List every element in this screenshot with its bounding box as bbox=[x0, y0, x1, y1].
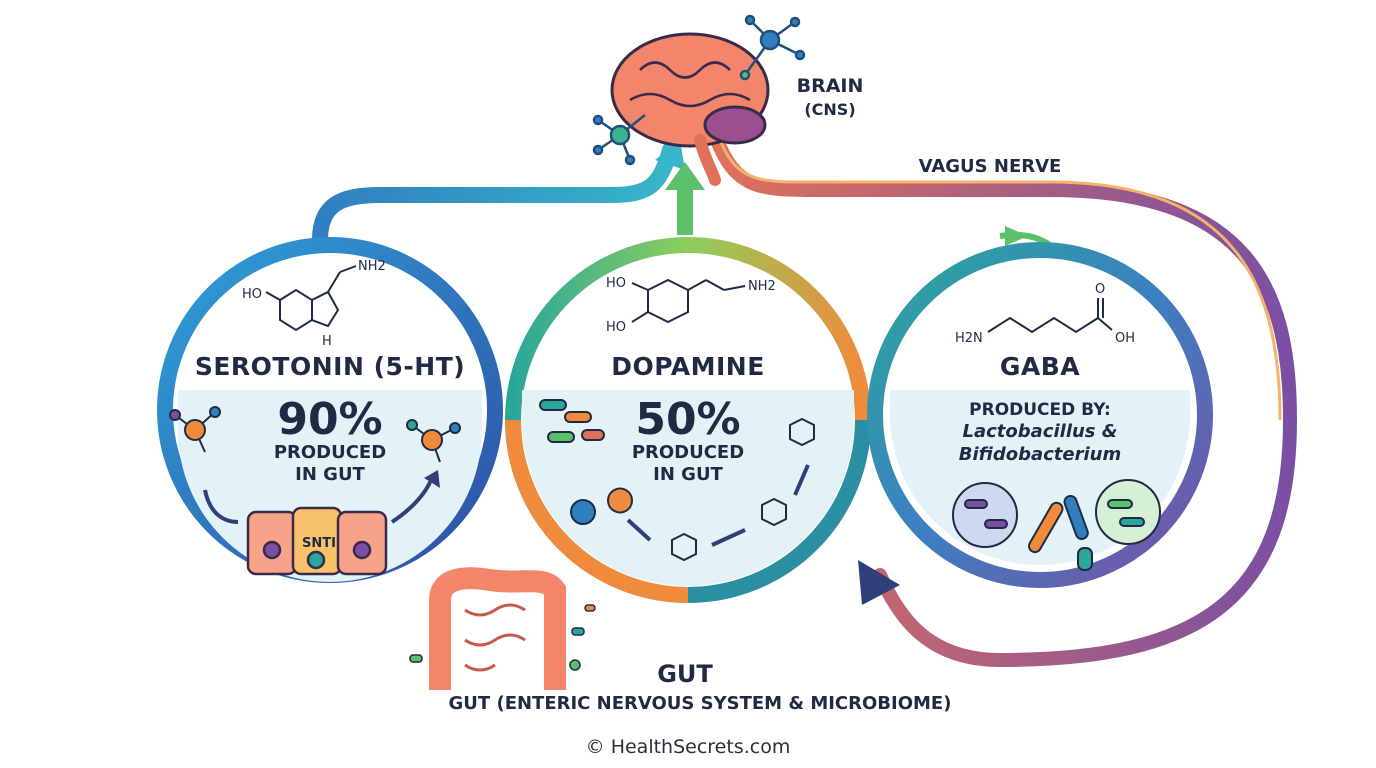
dopamine-pathway bbox=[626, 417, 815, 562]
gut-title: GUT bbox=[657, 660, 713, 688]
gaba-mol-h2n: H2N bbox=[955, 331, 983, 346]
gut-subtitle: GUT (ENTERIC NERVOUS SYSTEM & MICROBIOME… bbox=[448, 693, 952, 714]
gaba-arrowhead bbox=[1005, 226, 1028, 246]
serotonin-flow-arrow-left bbox=[203, 489, 239, 524]
gut-microbes bbox=[409, 604, 596, 671]
serotonin-molecule-icon-right bbox=[406, 419, 461, 463]
serotonin-flow-arrow-right bbox=[390, 477, 434, 524]
vagus-nerve-inner bbox=[718, 139, 1282, 421]
gaba-species-line1: Lactobacillus & bbox=[962, 421, 1118, 442]
serotonin-mol-ho: HO bbox=[242, 287, 262, 302]
cell-label: SNTI bbox=[302, 536, 336, 551]
gaba-species-line2: Bifidobacterium bbox=[958, 444, 1122, 465]
serotonin-molecule bbox=[265, 265, 357, 332]
serotonin-mol-h: H bbox=[322, 334, 332, 349]
dopamine-produced-line2: IN GUT bbox=[653, 464, 723, 485]
serotonin-arrowhead bbox=[655, 140, 685, 170]
intestine-icon bbox=[429, 567, 566, 690]
dopamine-mol-ho1: HO bbox=[606, 276, 626, 291]
serotonin-to-brain-arrow bbox=[312, 142, 678, 248]
dopamine-mol-nh2: NH2 bbox=[748, 279, 776, 294]
vagus-nerve-path bbox=[708, 128, 1298, 668]
gaba-mol-oh: OH bbox=[1115, 331, 1135, 346]
brain-label-line2: (CNS) bbox=[804, 100, 856, 119]
serotonin-title: SEROTONIN (5-HT) bbox=[194, 352, 466, 381]
gaba-molecule bbox=[987, 298, 1113, 334]
gaba-produced-by: PRODUCED BY: bbox=[969, 400, 1111, 420]
gaba-mol-o: O bbox=[1095, 282, 1105, 297]
neuron-icon-left bbox=[592, 114, 646, 166]
neuron-icon-right bbox=[739, 14, 806, 81]
vagus-return-arrowhead bbox=[858, 560, 900, 605]
serotonin-mol-nh2: NH2 bbox=[358, 259, 386, 274]
dopamine-title: DOPAMINE bbox=[611, 352, 765, 381]
serotonin-molecule-icon-left bbox=[169, 406, 221, 453]
vagus-nerve-label: VAGUS NERVE bbox=[918, 156, 1062, 177]
dopamine-to-brain-shaft bbox=[677, 185, 693, 235]
brain-icon bbox=[610, 32, 770, 186]
dopamine-molecule bbox=[631, 278, 746, 324]
dopamine-percent: 50% bbox=[635, 394, 741, 445]
gaba-title: GABA bbox=[999, 352, 1081, 381]
dopamine-arrowhead bbox=[665, 162, 705, 190]
enterocyte-cells bbox=[246, 506, 388, 576]
dopamine-circle bbox=[505, 237, 871, 603]
serotonin-percent: 90% bbox=[277, 394, 383, 445]
serotonin-produced-line1: PRODUCED bbox=[273, 442, 387, 463]
copyright-footer: © HealthSecrets.com bbox=[585, 736, 791, 758]
gaba-microbes bbox=[952, 479, 1161, 571]
dopamine-microbes bbox=[539, 399, 633, 525]
brain-label: BRAIN (CNS) bbox=[782, 74, 878, 122]
dopamine-mol-ho2: HO bbox=[606, 320, 626, 335]
serotonin-produced-line2: IN GUT bbox=[295, 464, 365, 485]
brain-label-line1: BRAIN bbox=[796, 75, 864, 97]
dopamine-produced-line1: PRODUCED bbox=[631, 442, 745, 463]
serotonin-arrowhead-right bbox=[424, 470, 440, 488]
